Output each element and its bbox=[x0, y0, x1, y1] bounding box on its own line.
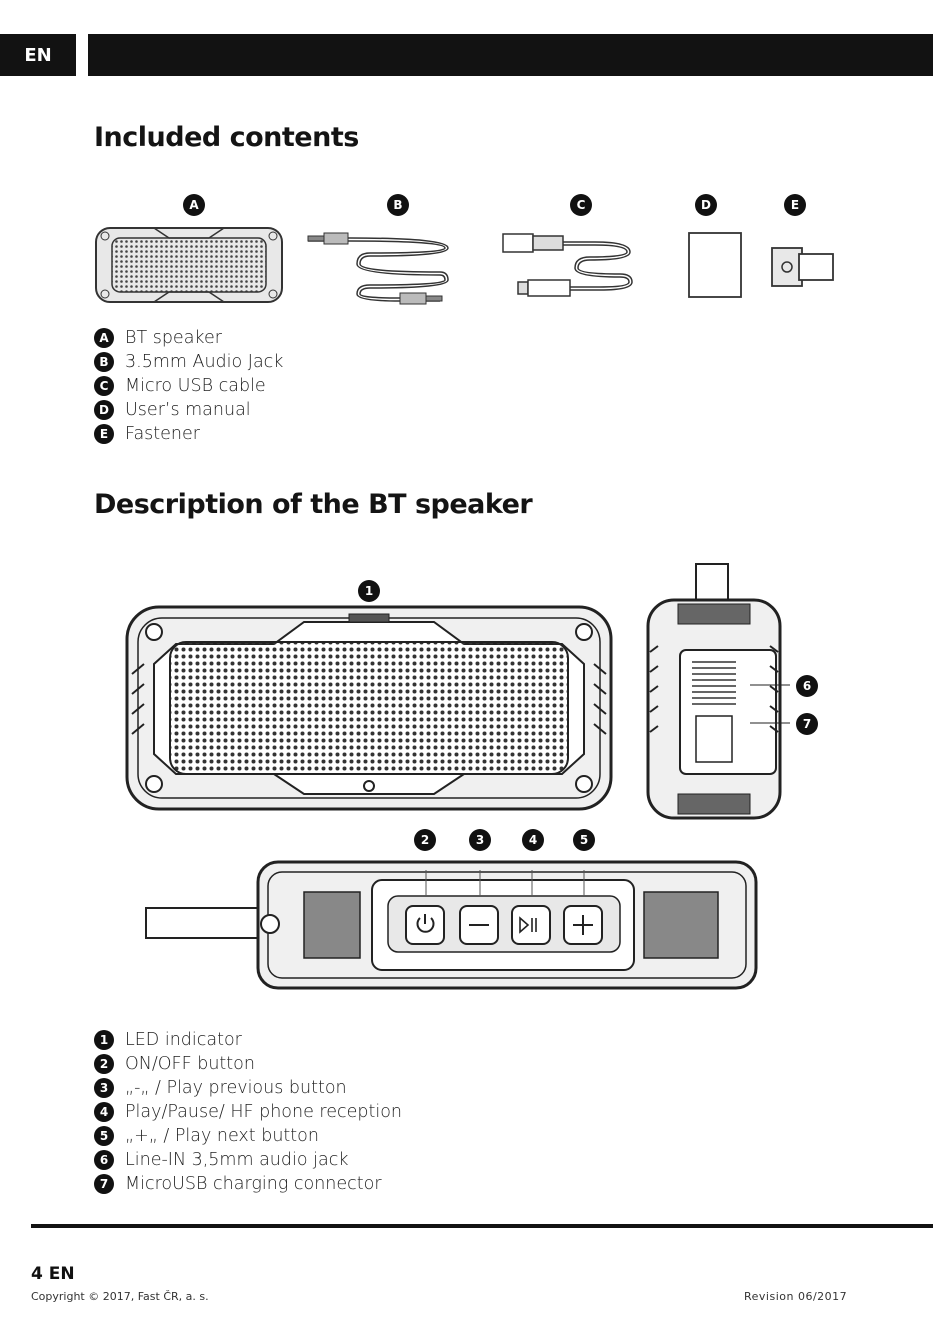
footer-rule bbox=[31, 1224, 933, 1228]
callout-5: 5 bbox=[573, 829, 595, 851]
callout-3: 3 bbox=[469, 829, 491, 851]
page-number: 4 EN bbox=[31, 1264, 75, 1284]
speaker-top-view-illustration bbox=[145, 860, 758, 990]
list-item: 5„+„ / Play next button bbox=[94, 1124, 402, 1148]
language-tab: EN bbox=[0, 34, 76, 76]
callout-6: 6 bbox=[796, 675, 818, 697]
speaker-side-view-illustration bbox=[646, 563, 790, 820]
callout-7: 7 bbox=[796, 713, 818, 735]
figure-label-b: B bbox=[387, 194, 409, 216]
figure-label-a: A bbox=[183, 194, 205, 216]
copyright-text: Copyright © 2017, Fast ČR, a. s. bbox=[31, 1290, 209, 1303]
callout-2: 2 bbox=[414, 829, 436, 851]
speaker-small-illustration bbox=[95, 227, 283, 303]
list-item: 3„-„ / Play previous button bbox=[94, 1076, 402, 1100]
header-bar bbox=[88, 34, 933, 76]
figure-label-e: E bbox=[784, 194, 806, 216]
speaker-front-view-illustration bbox=[125, 605, 613, 811]
figure-label-c: C bbox=[570, 194, 592, 216]
description-title: Description of the BT speaker bbox=[94, 489, 533, 520]
included-contents-title: Included contents bbox=[94, 122, 359, 153]
callout-4: 4 bbox=[522, 829, 544, 851]
figure-label-d: D bbox=[695, 194, 717, 216]
callout-1: 1 bbox=[358, 580, 380, 602]
revision-text: Revision 06/2017 bbox=[744, 1290, 848, 1303]
fastener-illustration bbox=[771, 247, 834, 287]
user-manual-illustration bbox=[688, 232, 742, 298]
micro-usb-cable-illustration bbox=[502, 233, 633, 297]
audio-jack-cable-illustration bbox=[307, 232, 449, 305]
